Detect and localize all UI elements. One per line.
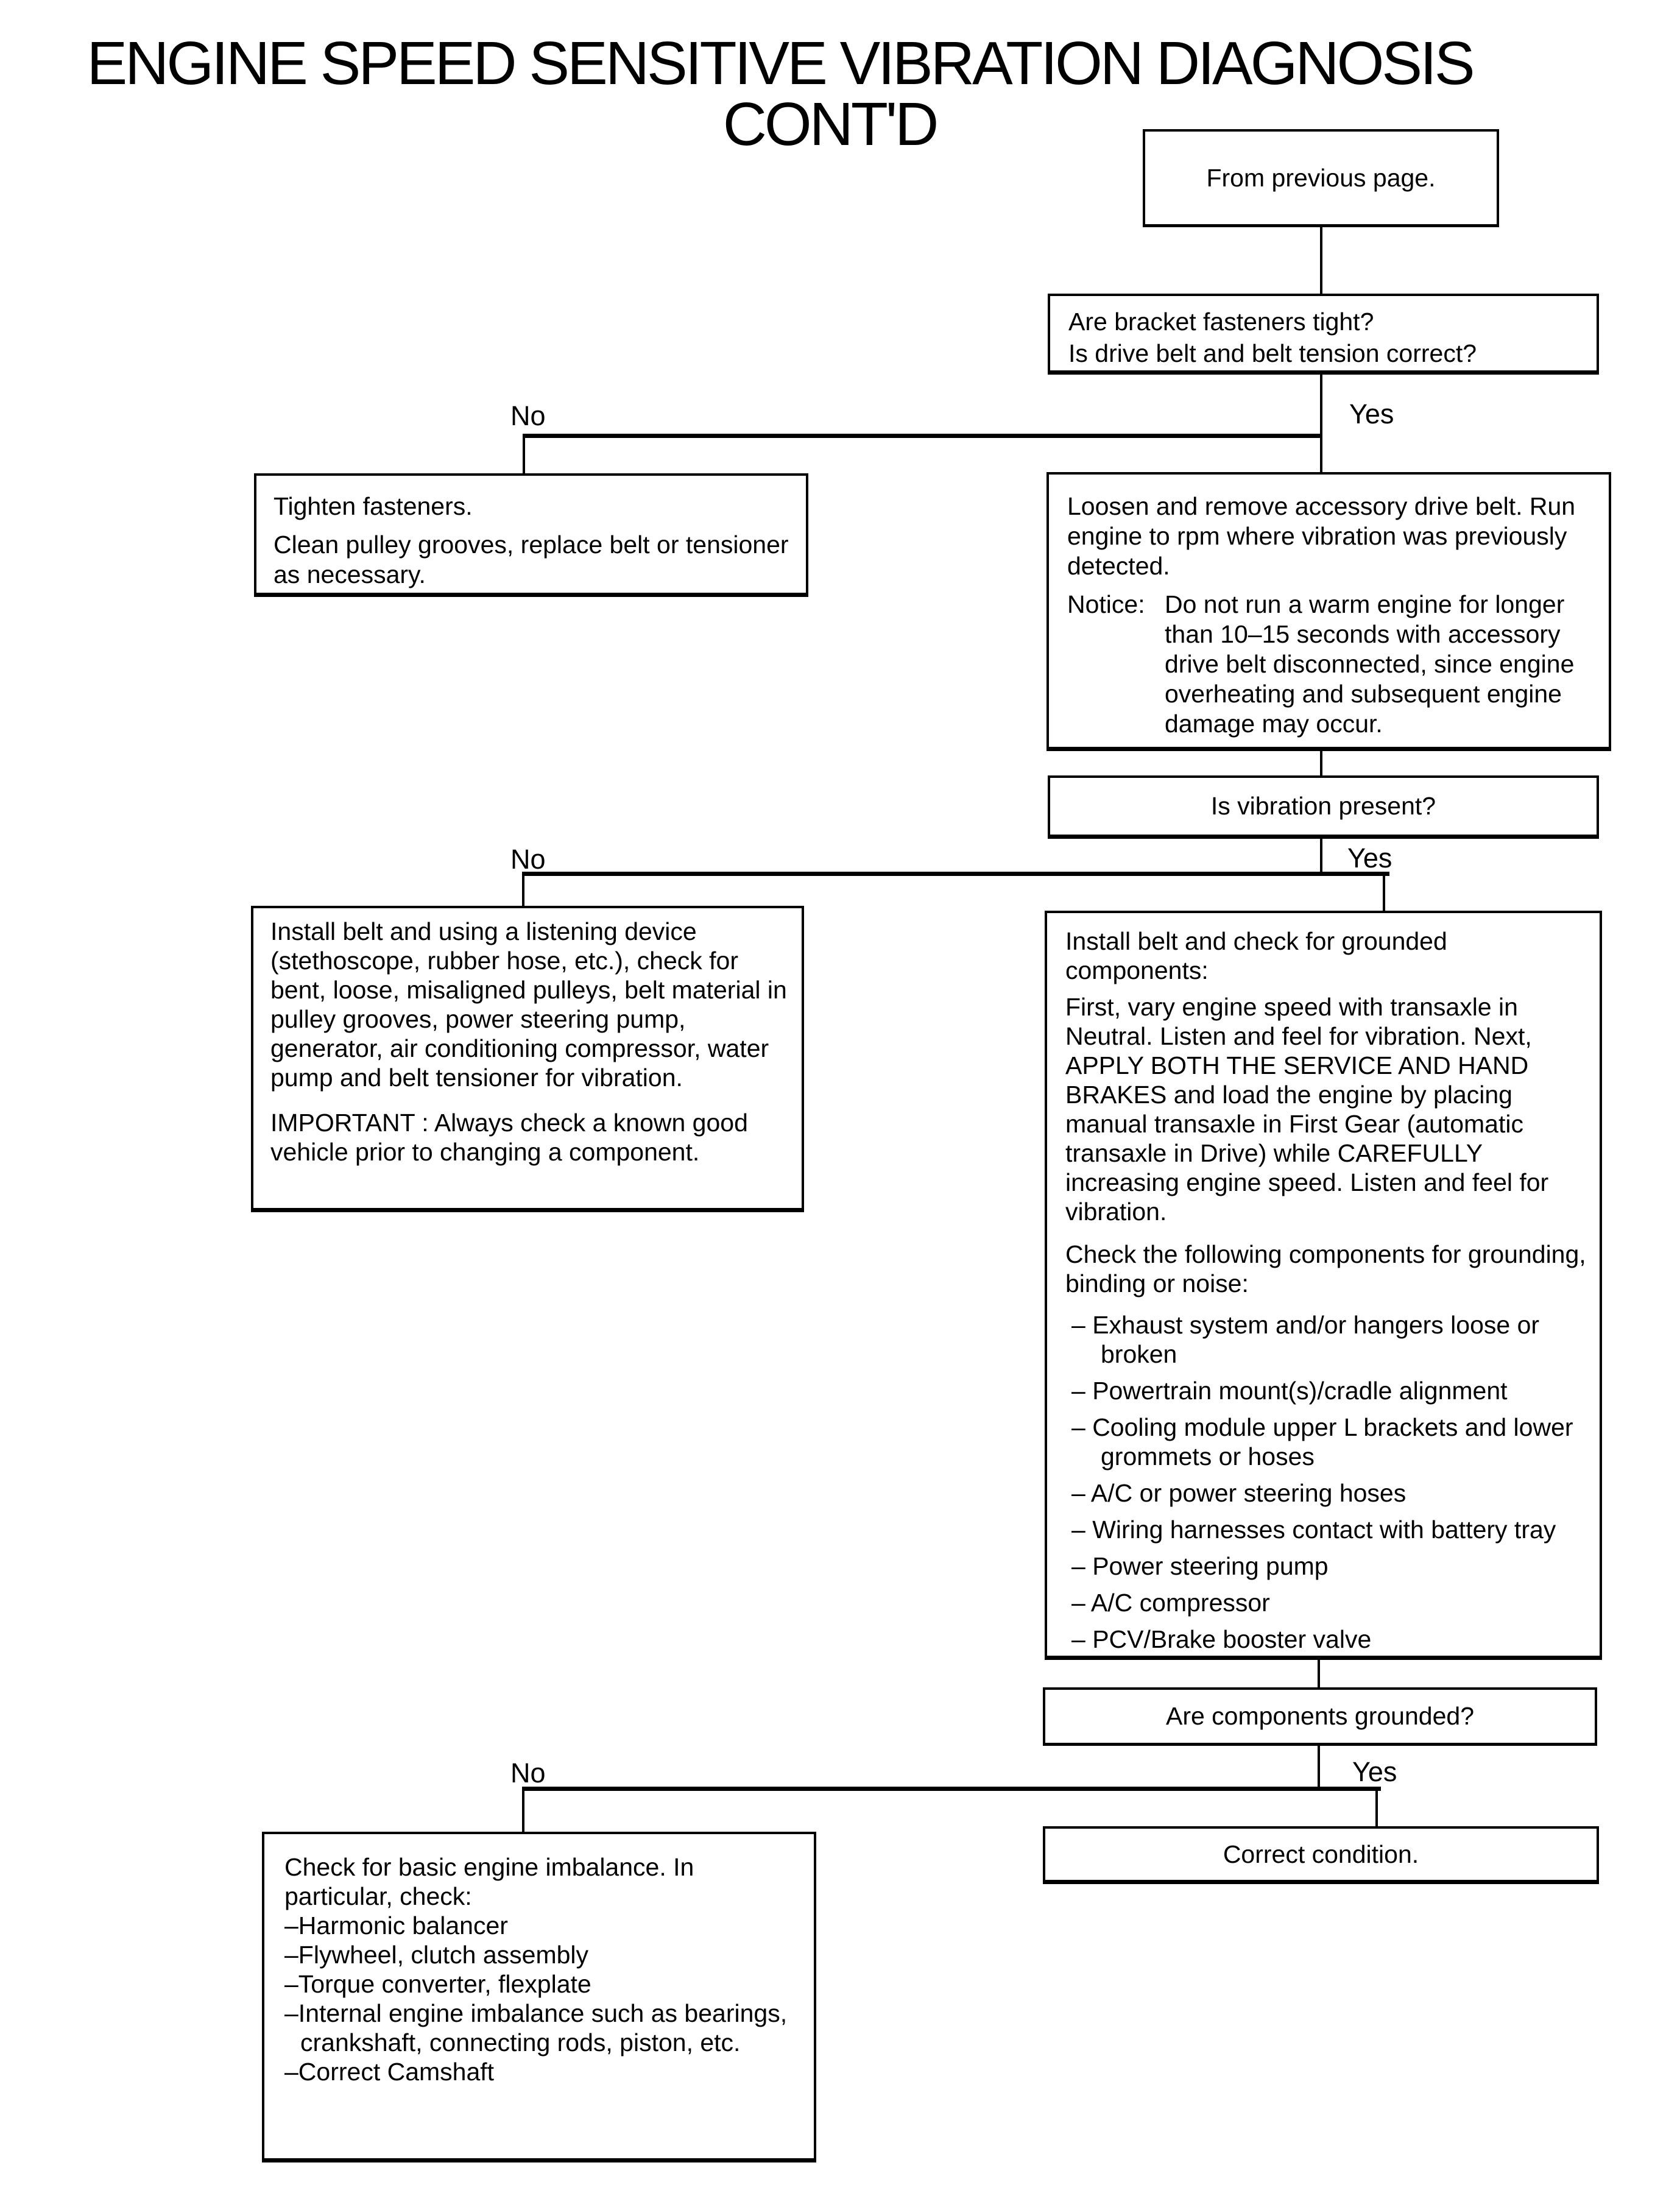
correct-condition-text: Correct condition. (1223, 1840, 1419, 1868)
connector-branch3-horizontal (522, 1787, 1381, 1791)
q-fasteners-line1: Are bracket fasteners tight? (1068, 308, 1374, 336)
connector-remove-to-q2 (1320, 751, 1322, 778)
node-q-grounded: Are components grounded? (1043, 1687, 1597, 1746)
connector-q3-down (1318, 1746, 1320, 1788)
branch1-no-label: No (510, 400, 546, 431)
grounded-para2: First, vary engine speed with transaxle … (1065, 993, 1549, 1226)
node-from-previous: From previous page. (1143, 129, 1499, 227)
q-fasteners-line2: Is drive belt and belt tension correct? (1068, 339, 1477, 367)
grounded-para3: Check the following components for groun… (1065, 1240, 1586, 1297)
remove-belt-notice: Notice: Do not run a warm engine for lon… (1067, 590, 1594, 739)
branch3-yes-label: Yes (1352, 1756, 1397, 1787)
imbalance-bullet: –Flywheel, clutch assembly (284, 1941, 589, 1969)
grounded-bullet: – Wiring harnesses contact with battery … (1071, 1516, 1556, 1544)
page-title-contd: CONT'D (722, 90, 939, 158)
grounded-para1: Install belt and check for grounded comp… (1065, 927, 1447, 984)
imbalance-bullet: –Correct Camshaft (284, 2058, 495, 2086)
q-grounded-text: Are components grounded? (1165, 1702, 1474, 1730)
listening-para1: Install belt and using a listening devic… (270, 917, 787, 1092)
tighten-para1: Tighten fasteners. (274, 492, 473, 520)
listening-para2: IMPORTANT : Always check a known good ve… (270, 1109, 748, 1166)
grounded-bullet: – Exhaust system and/or hangers loose or… (1071, 1311, 1540, 1368)
connector-grounded-to-q3 (1318, 1660, 1320, 1689)
node-q-fasteners: Are bracket fasteners tight? Is drive be… (1048, 294, 1599, 375)
notice-text: Do not run a warm engine for longer than… (1165, 590, 1575, 738)
imbalance-para1: Check for basic engine imbalance. In par… (284, 1853, 694, 1910)
branch1-yes-label: Yes (1349, 398, 1394, 429)
imbalance-bullet: –Harmonic balancer (284, 1912, 508, 1940)
grounded-bullet: – Power steering pump (1071, 1552, 1329, 1580)
grounded-bullet: – A/C or power steering hoses (1071, 1479, 1406, 1507)
grounded-bullet: – Powertrain mount(s)/cradle alignment (1071, 1377, 1508, 1405)
connector-branch2-yes-down (1383, 876, 1385, 913)
connector-branch3-yes-down (1375, 1791, 1378, 1827)
node-correct-condition: Correct condition. (1043, 1826, 1599, 1884)
connector-branch1-horizontal (523, 434, 1322, 438)
imbalance-bullet: –Torque converter, flexplate (284, 1970, 591, 1998)
imbalance-bullet: –Internal engine imbalance such as beari… (284, 1999, 788, 2056)
tighten-para2: Clean pulley grooves, replace belt or te… (274, 531, 789, 588)
node-q-vibration: Is vibration present? (1048, 775, 1599, 839)
connector-prev-to-q1 (1320, 227, 1322, 295)
connector-q2-down (1320, 839, 1322, 873)
grounded-bullet-list: – Exhaust system and/or hangers loose or… (1065, 1310, 1587, 1654)
node-tighten-fasteners: Tighten fasteners. Clean pulley grooves,… (254, 473, 808, 597)
connector-branch3-no-down (522, 1791, 524, 1834)
grounded-bullet: – A/C compressor (1071, 1589, 1270, 1617)
page-title: ENGINE SPEED SENSITIVE VIBRATION DIAGNOS… (86, 29, 1475, 97)
branch3-no-label: No (510, 1757, 546, 1788)
node-grounded-check: Install belt and check for grounded comp… (1045, 911, 1602, 1660)
q-vibration-text: Is vibration present? (1210, 792, 1436, 820)
remove-belt-para1: Loosen and remove accessory drive belt. … (1067, 492, 1576, 580)
grounded-bullet: – Cooling module upper L brackets and lo… (1071, 1413, 1573, 1470)
node-remove-belt: Loosen and remove accessory drive belt. … (1046, 472, 1611, 751)
branch2-yes-label: Yes (1347, 842, 1392, 874)
notice-label: Notice: (1067, 590, 1145, 618)
branch2-no-label: No (510, 844, 546, 875)
imbalance-bullet-list: –Harmonic balancer –Flywheel, clutch ass… (284, 1911, 803, 2086)
connector-q1-down (1320, 375, 1322, 473)
node-listening-device: Install belt and using a listening devic… (251, 906, 804, 1212)
connector-branch2-no-down (522, 876, 524, 908)
connector-branch1-no-down (523, 438, 525, 475)
grounded-bullet: – PCV/Brake booster valve (1071, 1625, 1372, 1653)
node-engine-imbalance: Check for basic engine imbalance. In par… (262, 1832, 816, 2162)
node-from-previous-text: From previous page. (1206, 163, 1436, 192)
connector-branch2-horizontal (522, 872, 1389, 876)
